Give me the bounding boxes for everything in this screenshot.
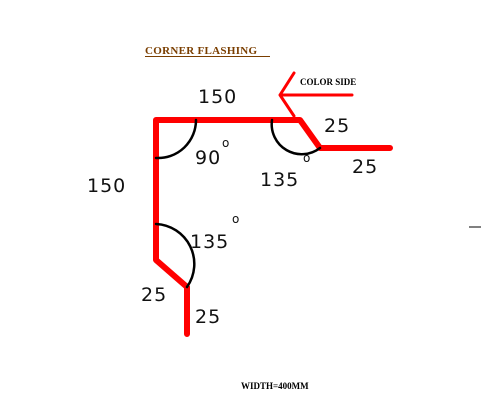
angle-top-left-value: 90 xyxy=(195,147,221,169)
color-side-arrow xyxy=(278,71,354,118)
angle-top-right-value: 135 xyxy=(260,169,299,191)
angle-arc-top-left xyxy=(154,118,198,160)
angle-top-left-degree: o xyxy=(222,136,229,150)
dim-bottom-lip: 25 xyxy=(141,284,167,306)
color-side-label: COLOR SIDE xyxy=(300,77,356,87)
diagram-title: CORNER FLASHING xyxy=(145,45,258,57)
dim-top-right-lip: 25 xyxy=(324,115,350,137)
dim-top-width: 150 xyxy=(198,86,237,108)
dim-bottom-return: 25 xyxy=(195,306,221,328)
angle-bottom-left-value: 135 xyxy=(190,231,229,253)
width-label: WIDTH=400MM xyxy=(241,381,309,391)
angle-arc-top-right xyxy=(270,118,322,156)
angle-bottom-left-degree: o xyxy=(232,212,239,226)
flashing-profile xyxy=(153,117,393,337)
dim-top-right-return: 25 xyxy=(352,156,378,178)
angle-top-right-degree: o xyxy=(303,151,310,165)
dim-left-height: 150 xyxy=(87,175,126,197)
angle-arc-bottom-left xyxy=(154,222,196,289)
